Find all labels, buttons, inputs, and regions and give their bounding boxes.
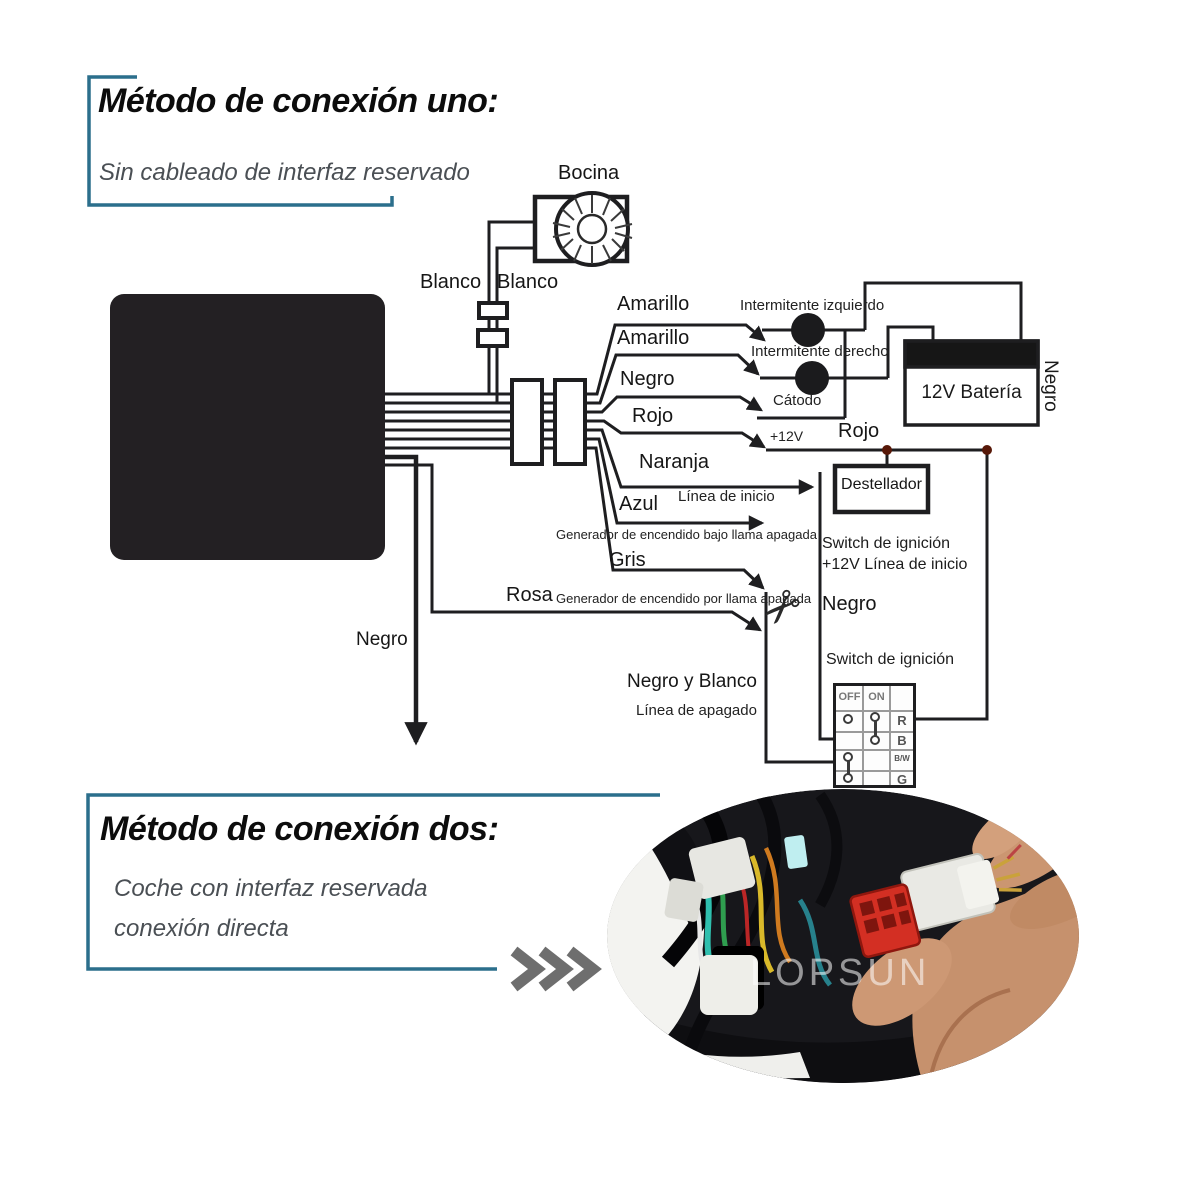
destellador-box xyxy=(832,463,931,515)
method-two-title: Método de conexión dos: xyxy=(100,810,499,848)
amarillo1-label: Amarillo xyxy=(617,293,690,315)
switch-ignicion-label: Switch de ignición xyxy=(826,651,955,668)
switch-12v-line2: +12V Línea de inicio xyxy=(822,556,968,573)
blanco-right-label: Blanco xyxy=(497,271,559,293)
horn-icon xyxy=(532,191,633,267)
wire-negro-ground xyxy=(385,454,428,746)
switch-contact xyxy=(870,712,880,722)
destellador-label: Destellador xyxy=(841,476,922,493)
switch-header-off: OFF xyxy=(838,691,861,703)
horn-label: Bocina xyxy=(558,162,620,184)
ignition-switch-table: OFF ON R B B/W G xyxy=(833,683,916,788)
method-two-subtitle-1: Coche con interfaz reservada xyxy=(114,875,428,902)
line-ignition-vertical xyxy=(818,472,833,741)
switch-contact xyxy=(870,735,880,745)
azul-label: Azul xyxy=(619,493,658,515)
horn-connector-b xyxy=(476,328,509,348)
switch-contact xyxy=(843,773,853,783)
rojo-big-label: Rojo xyxy=(838,420,880,442)
intermitente-izquierdo-label: Intermitente izquierdo xyxy=(740,297,885,314)
switch-stem-on xyxy=(874,717,877,741)
gen-por-label: Generador de encendido por llama apagada xyxy=(556,591,812,606)
horn-connector-a xyxy=(477,301,509,320)
installation-photo: LOPSUN xyxy=(607,789,1079,1083)
forward-chevrons-icon xyxy=(510,946,602,992)
amarillo2-label: Amarillo xyxy=(617,327,690,349)
catodo-label: Cátodo xyxy=(773,392,822,409)
negro-label: Negro xyxy=(620,368,675,390)
horn-wire-2 xyxy=(495,246,537,404)
battery-label: 12V Batería xyxy=(921,382,1022,403)
rojo-label: Rojo xyxy=(632,405,674,427)
control-unit-box xyxy=(110,294,385,560)
switch-stem-off xyxy=(847,756,850,778)
switch-contact xyxy=(843,752,853,762)
switch-header-on: ON xyxy=(868,691,885,703)
method-one-subtitle: Sin cableado de interfaz reservado xyxy=(99,159,470,186)
switch-12v-line1: Switch de ignición xyxy=(822,535,951,552)
harness-connector-2 xyxy=(553,378,587,466)
wire-naranja xyxy=(385,428,815,495)
wire-azul xyxy=(385,437,765,531)
negro-ground-label: Negro xyxy=(356,629,408,650)
bulb-derecho xyxy=(795,361,829,395)
naranja-label: Naranja xyxy=(639,451,710,473)
switch-wire-bw: B/W xyxy=(894,754,910,763)
switch-contact xyxy=(843,714,853,724)
method-one-title: Método de conexión uno: xyxy=(98,82,499,120)
photo-watermark: LOPSUN xyxy=(750,952,930,994)
switch-wire-r: R xyxy=(897,713,907,728)
plus12v-label: +12V xyxy=(770,428,804,444)
line-battery-to-switch xyxy=(916,450,989,721)
intermitente-derecho-label: Intermitente derecho xyxy=(751,343,889,360)
battery-negro-label: Negro xyxy=(1039,360,1061,412)
red-connector xyxy=(849,883,922,959)
line-cut-to-switch xyxy=(764,592,833,764)
switch-wire-g: G xyxy=(896,772,908,787)
blanco-left-label: Blanco xyxy=(420,271,482,293)
method-two-subtitle-2: conexión directa xyxy=(114,915,289,942)
negro-switch-label: Negro xyxy=(822,593,877,615)
harness-connector-1 xyxy=(510,378,544,466)
rosa-label: Rosa xyxy=(506,584,553,606)
linea-inicio-label: Línea de inicio xyxy=(678,488,775,505)
line-izq-to-battery xyxy=(863,281,1023,341)
method-one-bracket xyxy=(87,75,394,207)
negro-blanco-label: Negro y Blanco xyxy=(627,671,757,692)
junction-dot-1 xyxy=(882,445,892,455)
method-two-box xyxy=(86,793,660,971)
linea-apagado-label: Línea de apagado xyxy=(636,702,757,719)
gris-label: Gris xyxy=(609,549,646,571)
switch-wire-b: B xyxy=(897,733,907,748)
line-der-to-battery xyxy=(886,325,935,378)
gen-bajo-label: Generador de encendido bajo llama apagad… xyxy=(556,527,817,542)
battery-box xyxy=(903,339,1040,427)
junction-dot-2 xyxy=(982,445,992,455)
bulb-izquierdo xyxy=(791,313,825,347)
